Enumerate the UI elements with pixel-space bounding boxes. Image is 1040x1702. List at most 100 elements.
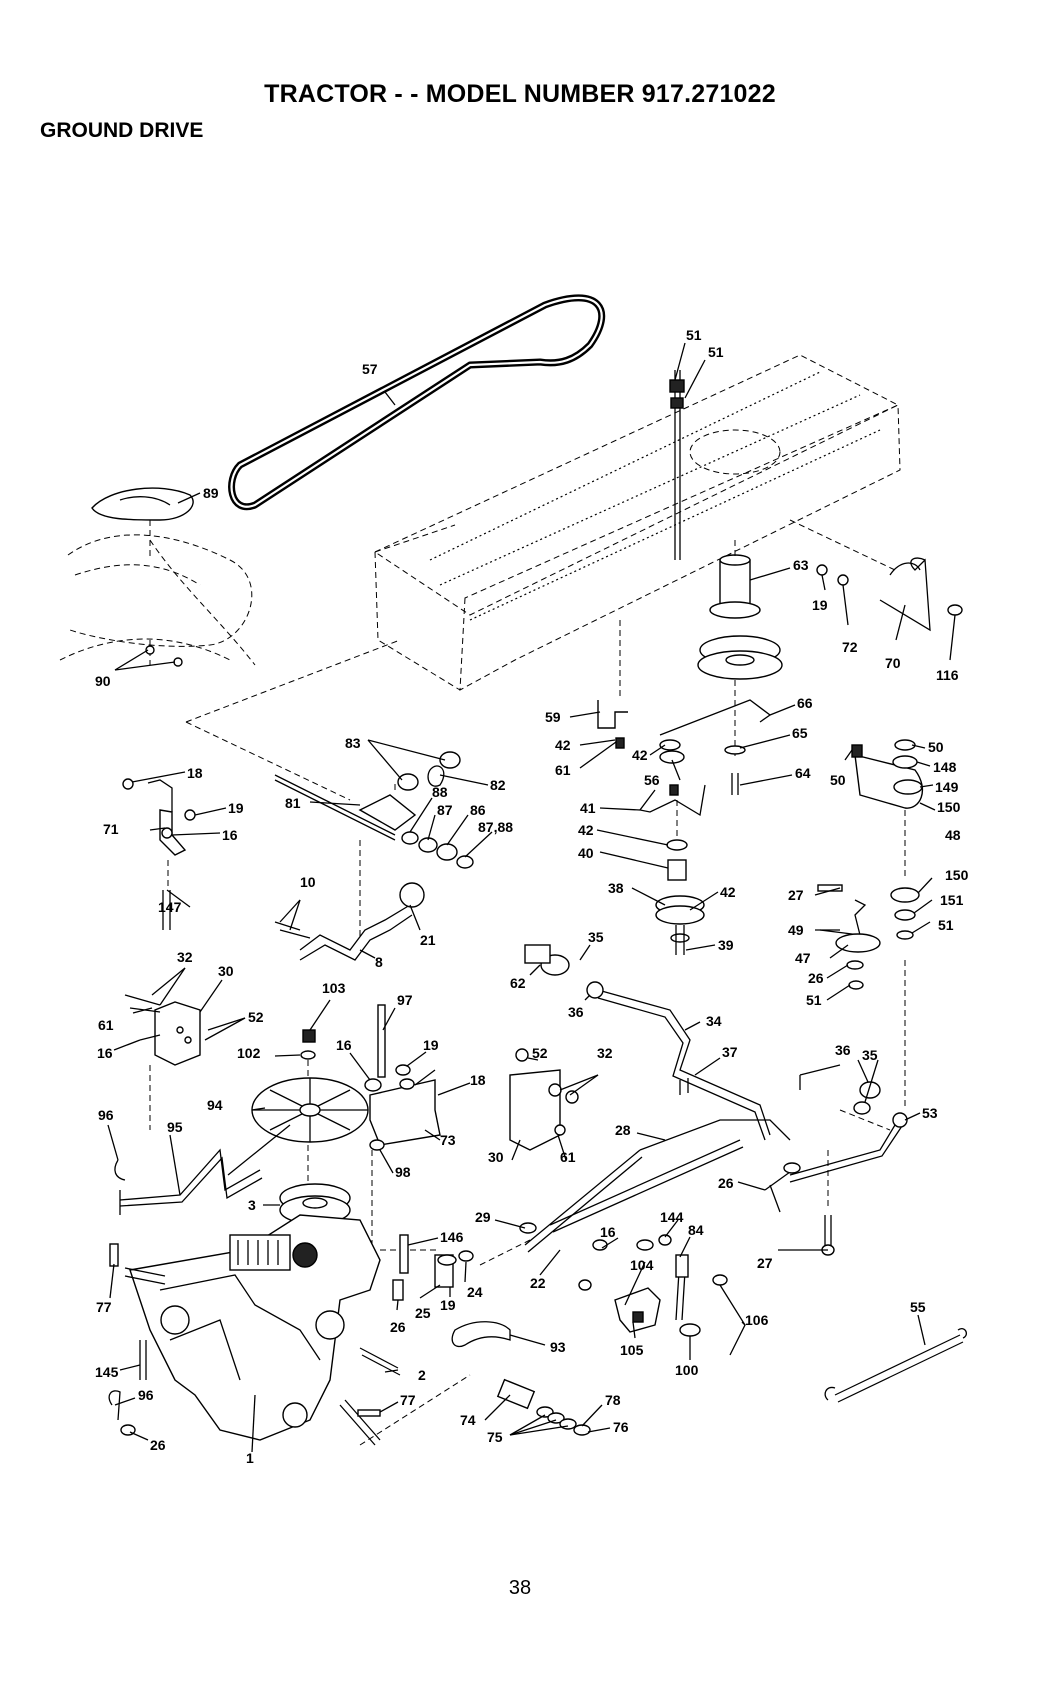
callout-55: 55 — [910, 1299, 926, 1315]
callout-labels: 51 51 57 89 90 63 19 72 70 116 66 59 65 … — [95, 327, 969, 1466]
drive-belt — [228, 294, 606, 511]
callout-1: 1 — [246, 1450, 254, 1466]
callout-38: 38 — [608, 880, 624, 896]
callout-35a: 35 — [588, 929, 604, 945]
callout-21: 21 — [420, 932, 436, 948]
callout-49: 49 — [788, 922, 804, 938]
callout-28: 28 — [615, 1122, 631, 1138]
callout-32b: 32 — [597, 1045, 613, 1061]
pivot-bracket — [369, 1079, 441, 1146]
return-spring — [834, 1334, 964, 1403]
callout-42b: 42 — [632, 747, 648, 763]
callout-76: 76 — [613, 1419, 629, 1435]
callout-42c: 42 — [578, 822, 594, 838]
callout-18a: 18 — [187, 765, 203, 781]
callout-95: 95 — [167, 1119, 183, 1135]
callout-52a: 52 — [248, 1009, 264, 1025]
callout-149: 149 — [935, 779, 959, 795]
idler-bracket — [597, 700, 628, 729]
callout-42d: 42 — [720, 884, 736, 900]
callout-26a: 26 — [808, 970, 824, 986]
section-title: GROUND DRIVE — [40, 119, 204, 142]
callout-75: 75 — [487, 1429, 503, 1445]
transaxle-pulley — [279, 1183, 351, 1225]
frame-outline — [185, 354, 901, 801]
page-title: TRACTOR - - MODEL NUMBER 917.271022 — [264, 80, 776, 108]
callout-42a: 42 — [555, 737, 571, 753]
callout-77b: 77 — [400, 1392, 416, 1408]
callout-70: 70 — [885, 655, 901, 671]
callout-51c: 51 — [938, 917, 954, 933]
callout-71: 71 — [103, 821, 119, 837]
callout-22: 22 — [530, 1275, 546, 1291]
callout-2: 2 — [418, 1367, 426, 1383]
callout-27a: 27 — [788, 887, 804, 903]
callout-36a: 36 — [568, 1004, 584, 1020]
callout-81: 81 — [285, 795, 301, 811]
cooling-fan — [251, 1077, 369, 1143]
callout-63: 63 — [793, 557, 809, 573]
callout-93: 93 — [550, 1339, 566, 1355]
leader-lines — [107, 342, 956, 1453]
callout-64: 64 — [795, 765, 811, 781]
callout-8: 8 — [375, 954, 383, 970]
callout-19b: 19 — [228, 800, 244, 816]
callout-47: 47 — [795, 950, 811, 966]
callout-73: 73 — [440, 1132, 456, 1148]
callout-65: 65 — [792, 725, 808, 741]
callout-26c: 26 — [390, 1319, 406, 1335]
callout-57: 57 — [362, 361, 378, 377]
callout-29: 29 — [475, 1209, 491, 1225]
callout-26d: 26 — [150, 1437, 166, 1453]
transaxle — [124, 1214, 381, 1446]
callout-18b: 18 — [470, 1072, 486, 1088]
idler-pulley-assembly — [697, 554, 783, 680]
callout-77a: 77 — [96, 1299, 112, 1315]
callout-16c: 16 — [336, 1037, 352, 1053]
callout-35b: 35 — [862, 1047, 878, 1063]
callout-62: 62 — [510, 975, 526, 991]
callout-39: 39 — [718, 937, 734, 953]
callout-89: 89 — [203, 485, 219, 501]
callout-83: 83 — [345, 735, 361, 751]
callout-145: 145 — [95, 1364, 119, 1380]
callout-16b: 16 — [97, 1045, 113, 1061]
shift-knob-cover — [91, 487, 194, 521]
callout-106: 106 — [745, 1312, 769, 1328]
callout-78: 78 — [605, 1392, 621, 1408]
callout-103: 103 — [322, 980, 346, 996]
callout-97: 97 — [397, 992, 413, 1008]
callout-100: 100 — [675, 1362, 699, 1378]
callout-51d: 51 — [806, 992, 822, 1008]
fender-outline — [59, 510, 256, 666]
callout-30b: 30 — [488, 1149, 504, 1165]
callout-150a: 150 — [937, 799, 961, 815]
callout-61b: 61 — [98, 1017, 114, 1033]
callout-104: 104 — [630, 1257, 654, 1273]
spring-bracket — [879, 557, 931, 632]
callout-151: 151 — [940, 892, 964, 908]
callout-90: 90 — [95, 673, 111, 689]
callout-41: 41 — [580, 800, 596, 816]
callout-51b: 51 — [708, 344, 724, 360]
brake-linkage — [614, 1287, 661, 1333]
callout-59: 59 — [545, 709, 561, 725]
callout-37: 37 — [722, 1044, 738, 1060]
callout-3: 3 — [248, 1197, 256, 1213]
shift-rod — [274, 774, 396, 836]
callout-30a: 30 — [218, 963, 234, 979]
shift-lever — [299, 904, 411, 951]
callout-26b: 26 — [718, 1175, 734, 1191]
callout-50a: 50 — [830, 772, 846, 788]
callout-72: 72 — [842, 639, 858, 655]
callout-48: 48 — [945, 827, 961, 843]
callout-32a: 32 — [177, 949, 193, 965]
callout-88a: 88 — [432, 784, 448, 800]
callout-16d: 16 — [600, 1224, 616, 1240]
callout-116: 116 — [936, 667, 959, 683]
callout-24: 24 — [467, 1284, 483, 1300]
callout-19c: 19 — [423, 1037, 439, 1053]
callout-98: 98 — [395, 1164, 411, 1180]
callout-148: 148 — [933, 759, 957, 775]
